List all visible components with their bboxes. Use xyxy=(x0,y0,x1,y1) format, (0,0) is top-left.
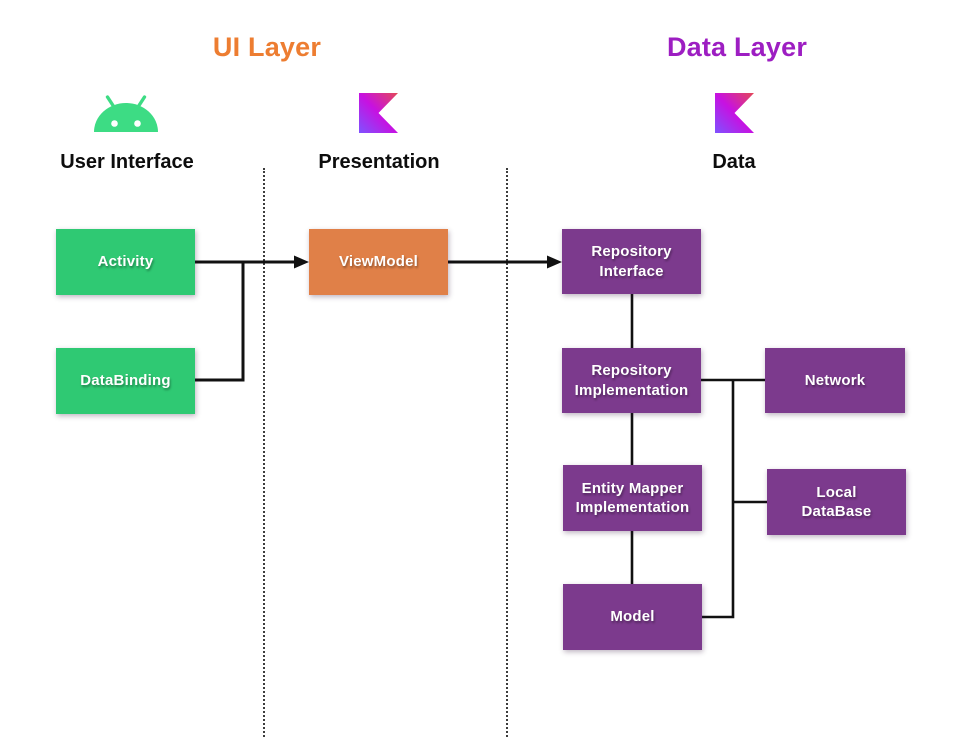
node-repository-interface: Repository Interface xyxy=(562,229,701,294)
edge-databinding-to-junction xyxy=(195,262,245,382)
arrowhead-repository-interface xyxy=(547,255,562,269)
column-label-data: Data xyxy=(712,151,756,173)
node-label: Entity Mapper Implementation xyxy=(575,479,690,517)
edge-branch-trunk-to-model xyxy=(702,380,735,619)
node-local-database: Local DataBase xyxy=(767,469,906,535)
column-label-presentation: Presentation xyxy=(318,151,440,173)
node-databinding: DataBinding xyxy=(56,348,195,414)
node-label: Repository Interface xyxy=(591,243,672,280)
column-divider xyxy=(506,168,508,737)
ui-layer-header: UI Layer xyxy=(212,32,322,62)
node-label: Activity xyxy=(97,253,154,271)
kotlin-icon xyxy=(359,93,398,133)
data-layer-header: Data Layer xyxy=(666,32,808,62)
column-divider xyxy=(263,168,265,737)
node-label: Model xyxy=(610,608,655,626)
android-icon xyxy=(90,94,162,134)
node-entity-mapper-implementation: Entity Mapper Implementation xyxy=(563,465,702,531)
node-repository-implementation: Repository Implementation xyxy=(562,348,701,413)
node-viewmodel: ViewModel xyxy=(309,229,448,295)
node-activity: Activity xyxy=(56,229,195,295)
kotlin-icon xyxy=(715,93,754,133)
node-model: Model xyxy=(563,584,702,650)
node-label: Local DataBase xyxy=(801,483,872,521)
arrowhead-viewmodel xyxy=(294,255,309,269)
node-network: Network xyxy=(765,348,905,413)
node-label: Repository Implementation xyxy=(574,362,689,399)
node-label: Network xyxy=(804,371,866,389)
node-label: DataBinding xyxy=(80,372,171,390)
column-label-user-interface: User Interface xyxy=(60,151,194,173)
node-label: ViewModel xyxy=(338,253,419,271)
